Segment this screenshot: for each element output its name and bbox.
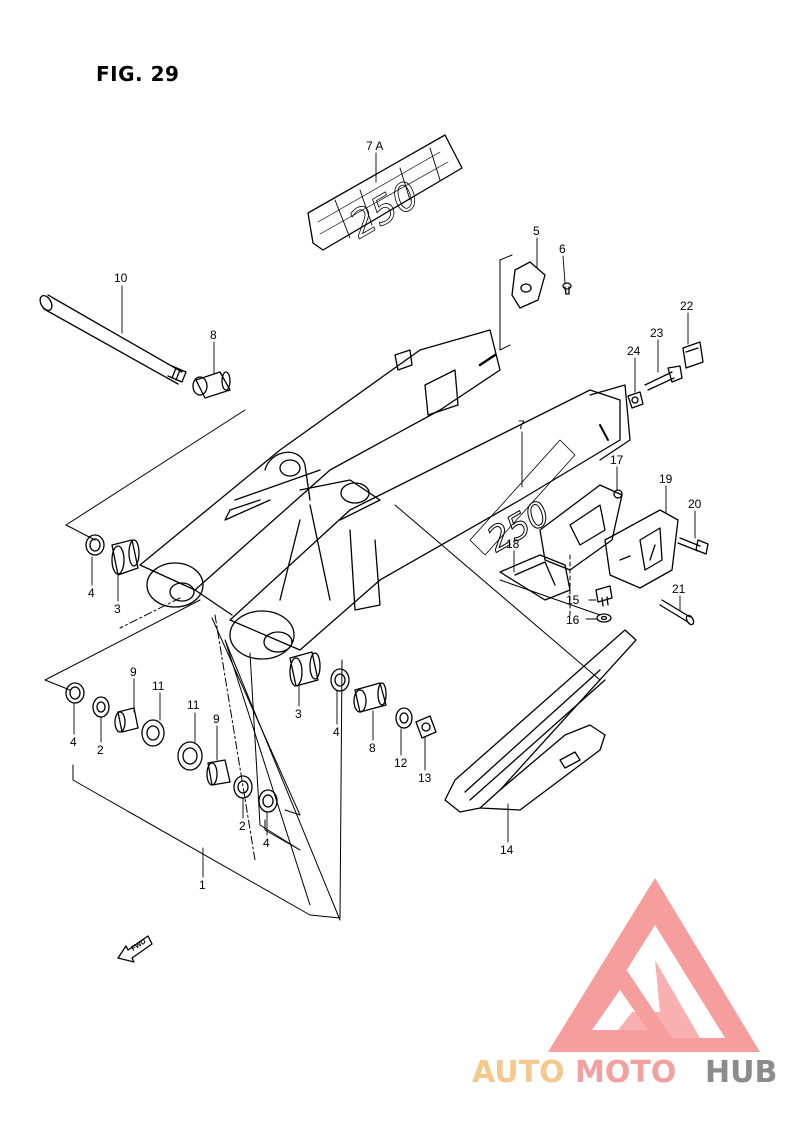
washer-12 <box>395 707 413 729</box>
callout-19: 19 <box>659 472 673 486</box>
leader-lines <box>44 254 601 921</box>
callout-9-a: 9 <box>130 665 137 679</box>
fwd-arrow <box>117 935 153 963</box>
automotohub-logo <box>548 878 760 1052</box>
nut-24 <box>627 391 644 409</box>
callout-7: 7 <box>518 418 525 432</box>
nut-13 <box>415 715 437 739</box>
bushing-11-a <box>141 719 165 747</box>
callout-21: 21 <box>672 582 686 596</box>
callout-17: 17 <box>610 453 624 467</box>
collar-9-b <box>206 759 231 786</box>
callout-4-b: 4 <box>263 836 270 850</box>
wordmark-auto: AUTO <box>472 1055 565 1090</box>
dust-seal-4-upper <box>85 534 105 556</box>
automotohub-wordmark: AUTO MOTO HUB <box>472 1055 777 1090</box>
bushing-8-lower <box>353 682 387 713</box>
bushing-11-b <box>177 741 203 771</box>
callout-13: 13 <box>418 771 432 785</box>
callout-11-b: 11 <box>187 698 200 712</box>
chain-guide-plate-5 <box>511 261 546 309</box>
guard-18 <box>499 554 571 601</box>
collar-9-a <box>114 707 139 733</box>
callout-18: 18 <box>506 537 520 551</box>
callout-23: 23 <box>650 326 664 340</box>
callout-4-upper: 4 <box>88 586 95 600</box>
dust-seal-4-lower-c <box>330 668 350 692</box>
chain-guide-bracket-19 <box>604 509 679 589</box>
callout-5: 5 <box>533 224 540 238</box>
washer-2-b <box>233 775 253 799</box>
screw-6 <box>562 282 572 295</box>
wordmark-hub: HUB <box>705 1055 777 1090</box>
figure-title: FIG. 29 <box>96 62 180 86</box>
bolt-23 <box>644 365 683 391</box>
callout-lines <box>73 152 696 878</box>
bearing-3-upper <box>111 539 140 576</box>
wordmark-moto: MOTO <box>575 1055 676 1090</box>
decal-7a: 250 <box>307 134 463 251</box>
callout-20: 20 <box>688 497 702 511</box>
callout-7a: 7 A <box>366 139 383 153</box>
callout-16: 16 <box>566 613 580 627</box>
decal-7a-text: 250 <box>342 172 427 246</box>
callout-24: 24 <box>627 344 641 358</box>
callout-22: 22 <box>680 299 694 313</box>
callout-4-a: 4 <box>70 735 77 749</box>
swingarm: 250 <box>139 329 631 660</box>
swingarm-axle <box>39 294 187 385</box>
callout-3-lower: 3 <box>295 707 302 721</box>
clip-22 <box>682 341 704 369</box>
bolt-20 <box>677 537 709 555</box>
callout-12: 12 <box>394 756 408 770</box>
callout-11-a: 11 <box>152 679 165 693</box>
bushing-8-upper <box>192 371 231 399</box>
callout-4-c: 4 <box>333 725 340 739</box>
callout-labels: 7 A 5 6 10 8 22 23 24 7 17 19 20 18 15 1… <box>70 139 702 892</box>
chain-guide-plate-17 <box>539 484 623 571</box>
callout-14: 14 <box>500 843 514 857</box>
callout-2-b: 2 <box>239 819 246 833</box>
callout-3-upper: 3 <box>114 602 121 616</box>
dust-seal-4-lower-a <box>65 682 85 704</box>
callout-10: 10 <box>114 271 128 285</box>
callout-2-a: 2 <box>97 743 104 757</box>
chain-slider-14 <box>444 629 637 813</box>
bolt-21 <box>659 599 695 626</box>
washer-16 <box>596 613 612 623</box>
bolt-15 <box>595 585 613 607</box>
callout-6: 6 <box>559 242 566 256</box>
callout-8-lower: 8 <box>369 741 376 755</box>
callout-15: 15 <box>566 593 580 607</box>
callout-9-b: 9 <box>213 712 220 726</box>
callout-1: 1 <box>199 878 206 892</box>
callout-8-upper: 8 <box>210 328 217 342</box>
washer-2-a <box>92 696 110 718</box>
bearing-3-lower <box>289 651 321 687</box>
